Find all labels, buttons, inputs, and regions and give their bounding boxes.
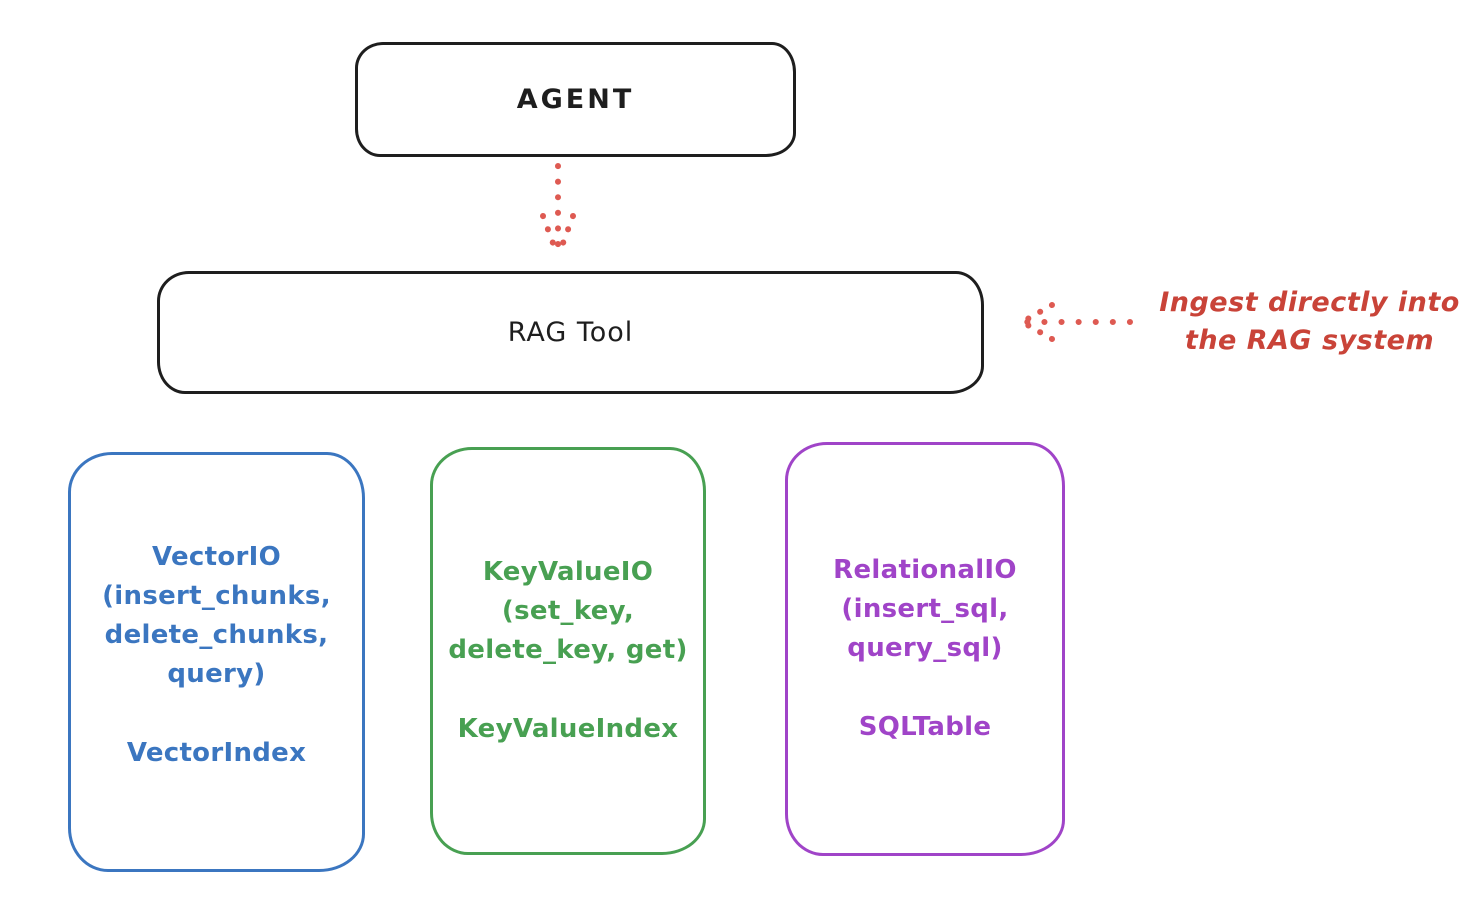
keyvalueio-method-line: (set_key, (501, 596, 635, 626)
ingest-annotation: Ingest directly into the RAG system (1135, 284, 1484, 360)
vectorio-method-line: delete_chunks, (104, 620, 329, 650)
agent-node: AGENT (355, 42, 796, 157)
vectorio-box: VectorIO (insert_chunks, delete_chunks, … (68, 452, 365, 872)
keyvalueio-index-label: KeyValueIndex (457, 714, 679, 744)
agent-to-rag-arrow-icon (540, 163, 576, 257)
relationalio-box: RelationalIO (insert_sql, query_sql) SQL… (785, 442, 1065, 856)
annotation-arrow-icon (1021, 302, 1133, 342)
keyvalueio-method-line: delete_key, get) (448, 635, 688, 665)
relationalio-method-line: (insert_sql, (841, 594, 1009, 624)
keyvalueio-title: KeyValueIO (482, 557, 654, 587)
ingest-annotation-line1: Ingest directly into (1159, 287, 1460, 318)
relationalio-method-line: query_sql) (847, 633, 1003, 663)
rag-tool-label: RAG Tool (507, 317, 634, 348)
agent-label: AGENT (516, 84, 635, 115)
vectorio-method-line: (insert_chunks, (102, 581, 331, 611)
rag-tool-node: RAG Tool (157, 271, 984, 394)
vectorio-title: VectorIO (151, 542, 282, 572)
vectorio-index-label: VectorIndex (126, 738, 307, 768)
relationalio-title: RelationalIO (833, 555, 1017, 585)
relationalio-index-label: SQLTable (858, 712, 992, 742)
keyvalueio-box: KeyValueIO (set_key, delete_key, get) Ke… (430, 447, 706, 855)
vectorio-method-line: query) (167, 659, 266, 689)
ingest-annotation-line2: the RAG system (1184, 325, 1435, 356)
